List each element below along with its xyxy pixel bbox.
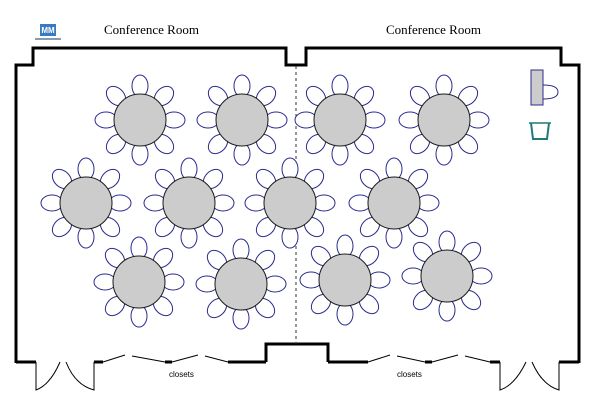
round-table (244, 157, 336, 249)
round-table (398, 74, 490, 166)
round-table (143, 157, 235, 249)
table-top (214, 257, 268, 311)
wall-bottom-mid (264, 342, 330, 362)
round-table (294, 74, 386, 166)
podium-icon (530, 69, 559, 106)
round-table (40, 157, 132, 249)
table-top (313, 93, 367, 147)
closet-label-left: closets (169, 370, 194, 379)
room-title-right: Conference Room (386, 22, 481, 37)
round-table (299, 234, 391, 326)
walls (14, 46, 581, 364)
logo-icon: MM (35, 24, 61, 40)
table-top (263, 176, 317, 230)
round-table (195, 238, 287, 330)
wall-top-left (14, 46, 581, 363)
table-top (318, 253, 372, 307)
tables (40, 74, 493, 330)
closet-label-right: closets (397, 370, 422, 379)
table-top (420, 249, 474, 303)
round-table (93, 236, 185, 328)
table-top (162, 176, 216, 230)
room-title-left: Conference Room (104, 22, 199, 37)
table-top (367, 176, 421, 230)
round-table (94, 74, 186, 166)
wastebasket-icon (529, 122, 551, 140)
table-top (417, 93, 471, 147)
svg-text:MM: MM (41, 26, 55, 35)
table-top (112, 255, 166, 309)
round-table (348, 157, 440, 249)
round-table (196, 74, 288, 166)
table-top (59, 176, 113, 230)
entrance-doors (35, 361, 560, 391)
table-top (113, 93, 167, 147)
table-top (215, 93, 269, 147)
closet-doors (102, 354, 491, 363)
round-table (401, 230, 493, 322)
